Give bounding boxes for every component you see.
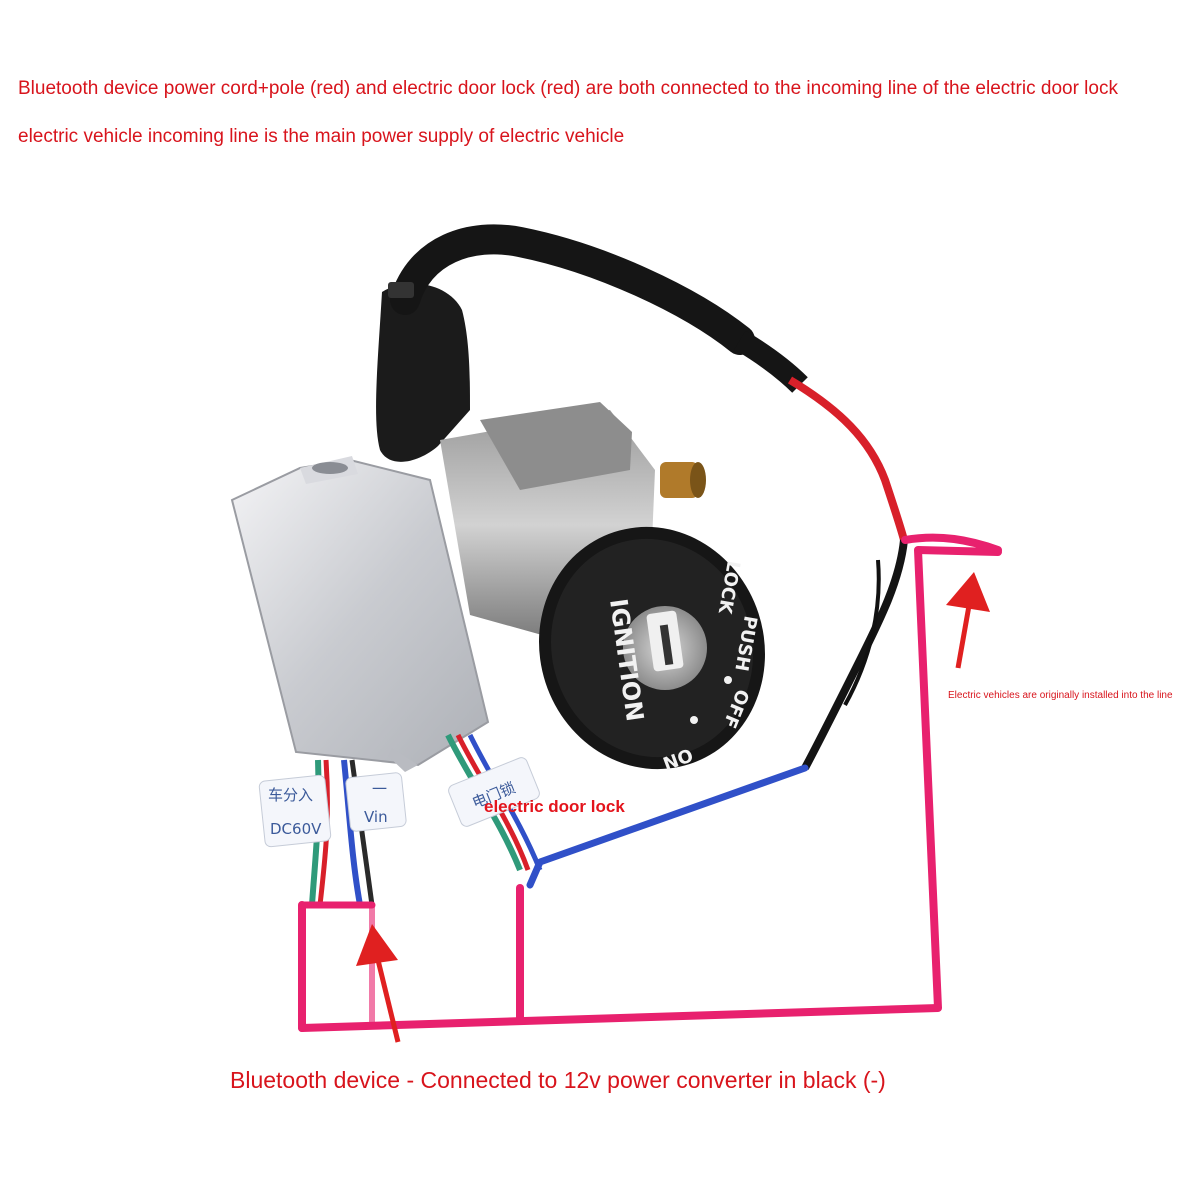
- lock-housing: [376, 224, 808, 462]
- bluetooth-module: [230, 456, 490, 772]
- bluetooth-device-caption: Bluetooth device - Connected to 12v powe…: [230, 1067, 886, 1093]
- electric-door-lock-label: electric door lock: [484, 797, 625, 816]
- tag-voltage-label: DC60V: [270, 820, 322, 838]
- tag-input-label: 车分入: [268, 786, 313, 804]
- cable-grommet: [388, 282, 414, 298]
- ev-line-caption: Electric vehicles are originally install…: [948, 690, 1173, 701]
- black-wire: [801, 539, 908, 770]
- instruction-caption-line-2: electric vehicle incoming line is the ma…: [18, 126, 625, 147]
- red-wire: [787, 376, 908, 542]
- tag-negative-label: 一: [372, 780, 387, 798]
- tag-vin-label: Vin: [364, 808, 388, 826]
- shaft-stub: [660, 462, 698, 498]
- wire-tag-input: 车分入 DC60V: [258, 774, 332, 848]
- wire-tag-door-lock: 电门锁: [448, 757, 540, 827]
- instruction-caption-line-1: Bluetooth device power cord+pole (red) a…: [18, 78, 1118, 99]
- arrow-to-ev-line: [946, 572, 990, 669]
- arrow-to-bluetooth-wire: [356, 924, 401, 1043]
- drawn-blue-wire: [526, 764, 809, 889]
- plate-slot: [312, 462, 348, 474]
- wire-tag-vin: 一 Vin: [345, 772, 407, 832]
- drawn-pink-loop: [298, 546, 1002, 1032]
